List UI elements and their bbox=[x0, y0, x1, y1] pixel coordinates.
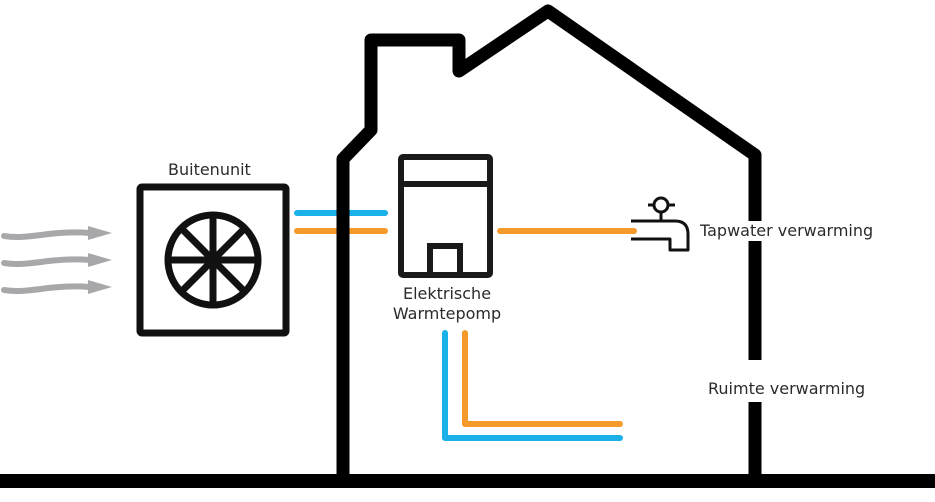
outdoor-unit-label: Buitenunit bbox=[166, 160, 253, 180]
airflow-arrow bbox=[1, 256, 93, 267]
cold-pipe bbox=[442, 330, 623, 441]
heat-pump-label: Elektrische Warmtepomp bbox=[380, 284, 514, 324]
faucet-icon bbox=[631, 196, 690, 252]
airflow-arrow bbox=[1, 229, 93, 240]
airflow-arrowhead bbox=[88, 226, 112, 240]
space-heating-pipes bbox=[442, 330, 623, 441]
hot-pipe bbox=[462, 330, 623, 427]
heat-pump-label-line1: Elektrische bbox=[402, 284, 492, 303]
space-heating-label: Ruimte verwarming bbox=[706, 379, 868, 399]
tap-water-label: Tapwater verwarming bbox=[698, 221, 876, 241]
airflow-arrowhead bbox=[88, 253, 112, 267]
ground-line bbox=[0, 474, 935, 488]
airflow-arrow bbox=[1, 283, 93, 294]
radiator-icon bbox=[631, 330, 695, 455]
heat-pump-unit bbox=[398, 154, 493, 278]
fan-icon bbox=[164, 211, 262, 309]
outdoor-unit bbox=[136, 183, 290, 337]
heat-pump-label-line2: Warmtepomp bbox=[392, 304, 502, 323]
boiler-unit-icon bbox=[398, 154, 493, 278]
airflow-arrows-icon bbox=[1, 226, 112, 294]
airflow-arrowhead bbox=[88, 280, 112, 294]
house-outline bbox=[336, 4, 762, 485]
outdoor-unit-box bbox=[136, 183, 290, 337]
